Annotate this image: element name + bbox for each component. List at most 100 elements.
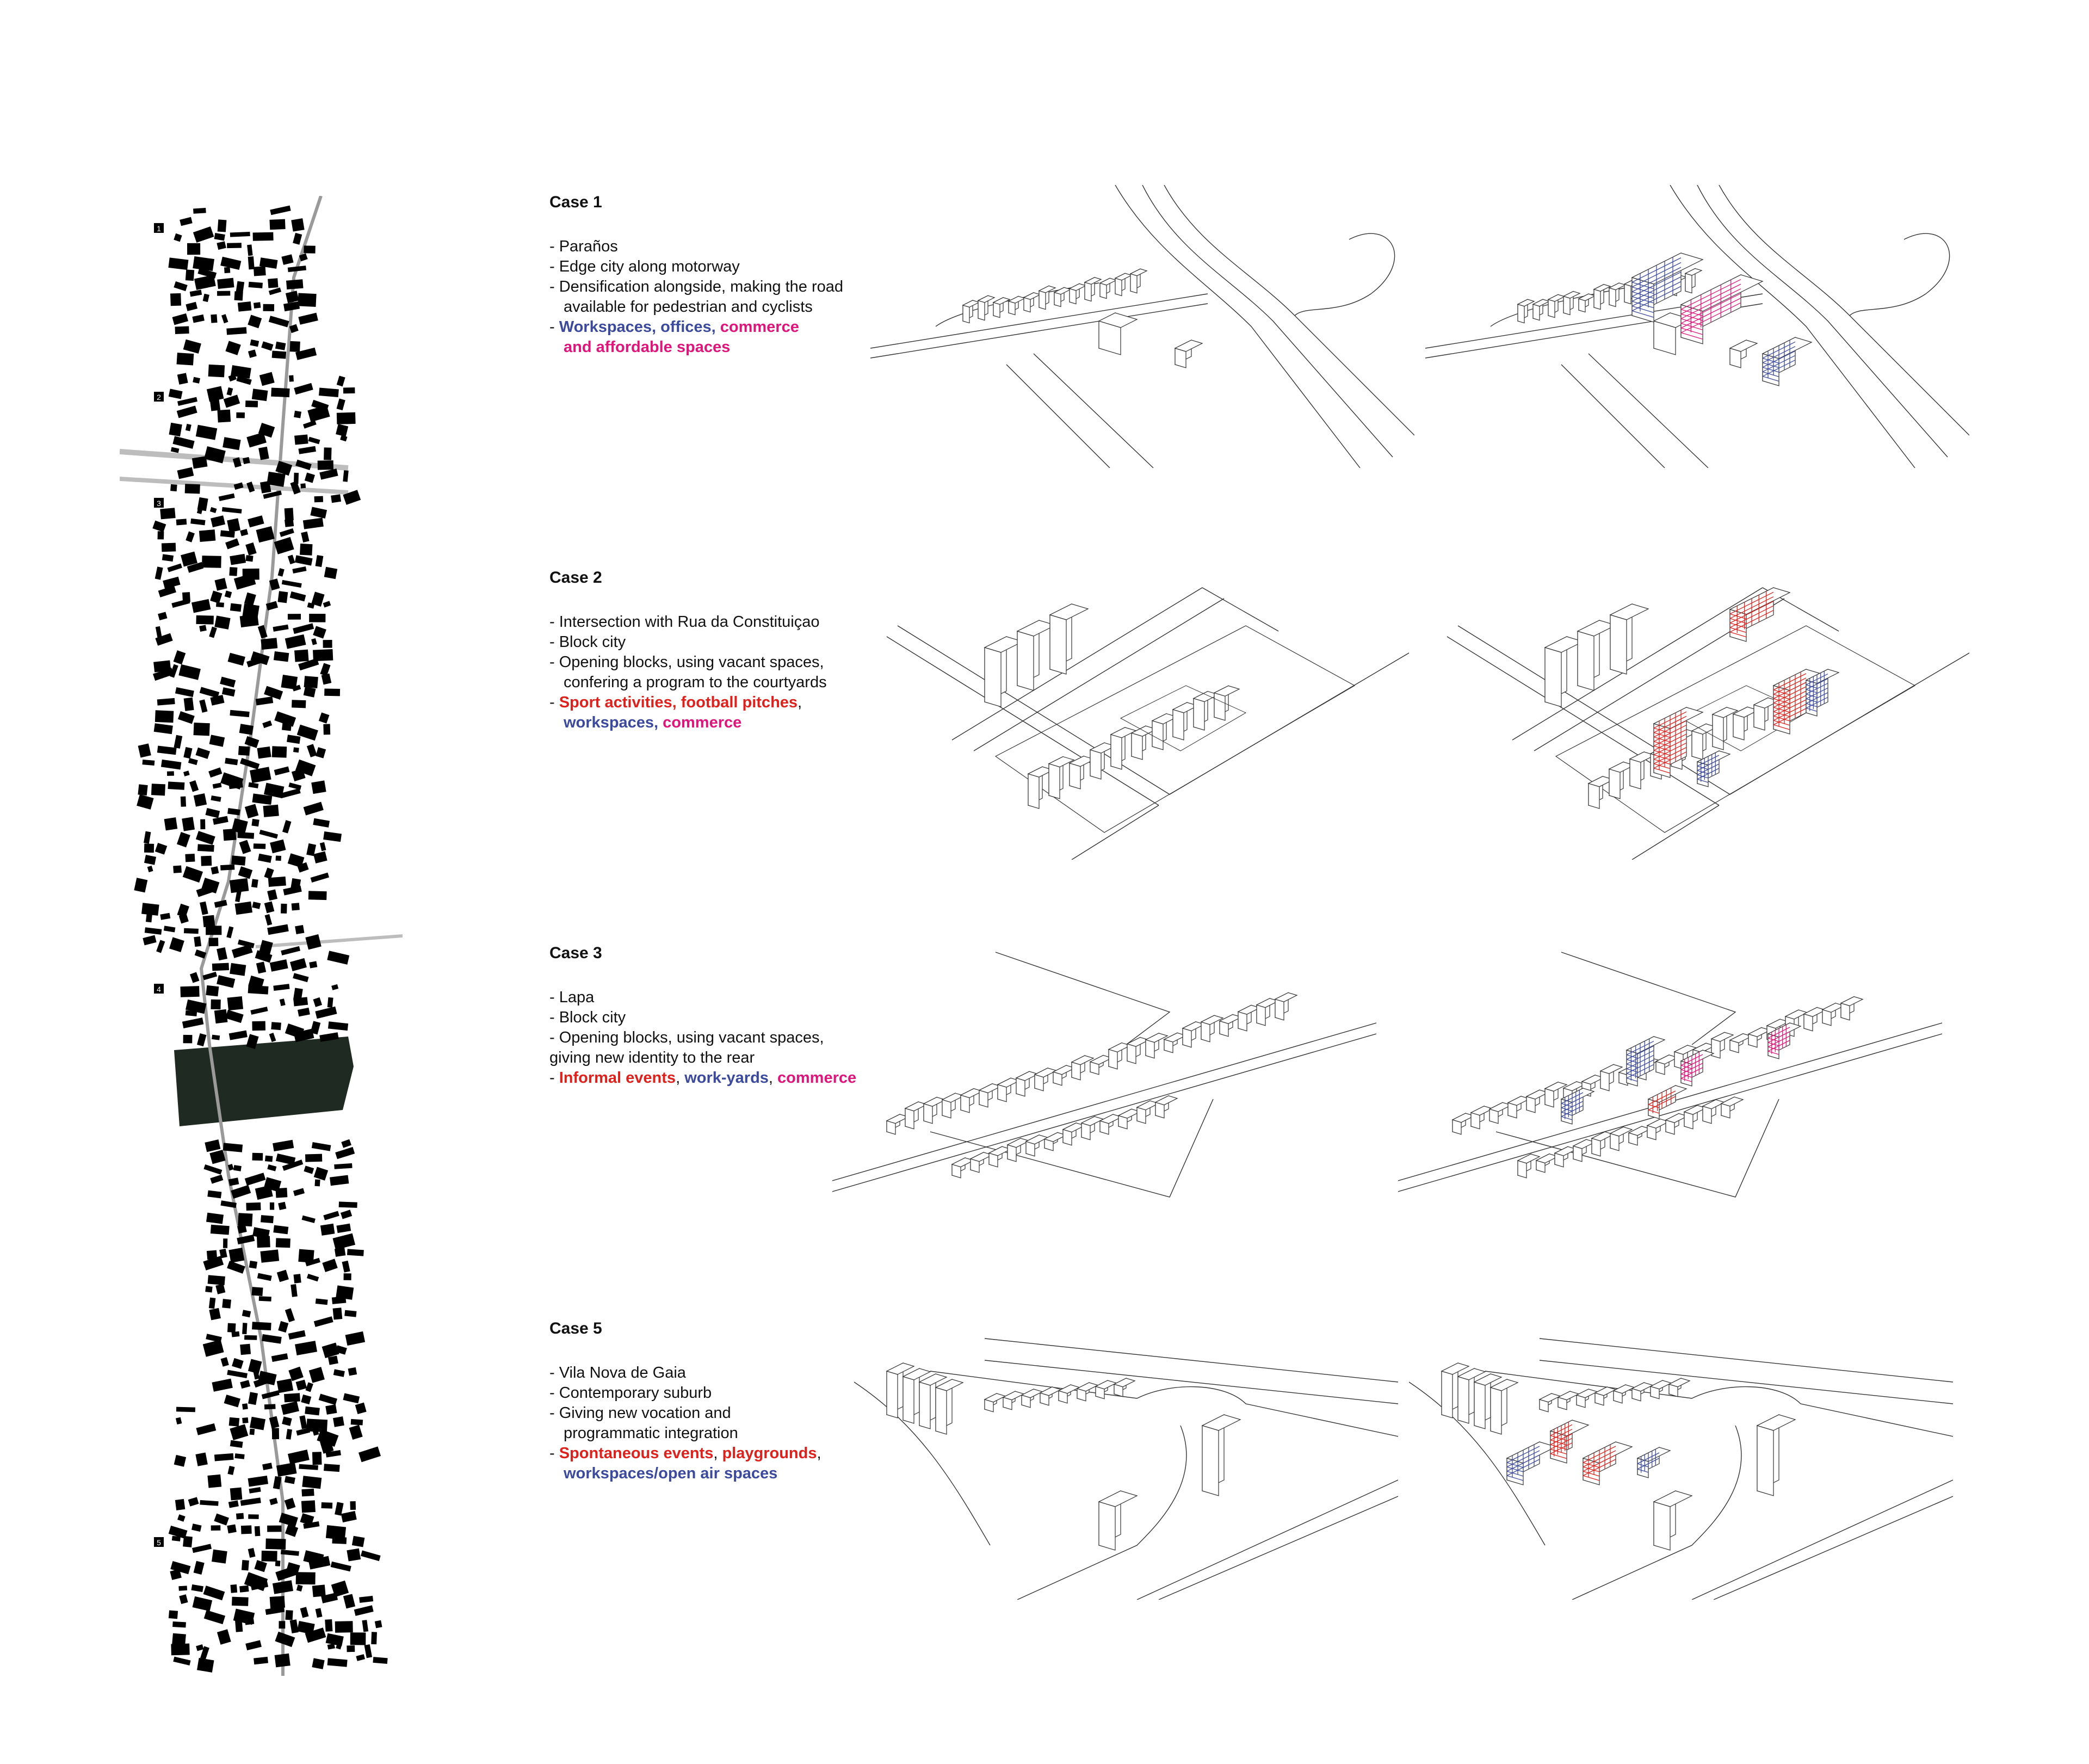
building-footprint (302, 420, 317, 429)
building-footprint (253, 266, 266, 276)
building-footprint (315, 555, 324, 568)
building-footprint (273, 624, 289, 632)
building-footprint (195, 1452, 208, 1466)
building-footprint (242, 1417, 249, 1423)
building-footprint (275, 1631, 295, 1648)
building-footprint (318, 712, 330, 724)
building-footprint (248, 314, 262, 329)
building-footprint (313, 818, 330, 828)
case-2-description: Case 2 - Intersection with Rua da Consti… (549, 569, 887, 733)
building-footprint (331, 494, 342, 503)
building-footprint (301, 1394, 312, 1405)
building-footprint (276, 1462, 297, 1477)
building-footprint (260, 1249, 280, 1263)
building-footprint (248, 1514, 259, 1519)
building-footprint (163, 926, 176, 933)
building-footprint (248, 281, 263, 288)
building-footprint (325, 1404, 337, 1415)
building-footprint (347, 1548, 361, 1562)
program-football: football pitches (681, 694, 798, 711)
building-footprint (284, 519, 294, 527)
building-footprint (262, 1334, 282, 1344)
building-footprint (349, 1424, 363, 1440)
building-footprint (242, 1403, 248, 1410)
building-footprint (240, 1525, 252, 1534)
building-footprint (186, 301, 198, 311)
building-footprint (323, 1211, 339, 1220)
separator: , (817, 1445, 821, 1462)
building-footprint (174, 1454, 187, 1467)
building-footprint (279, 528, 294, 537)
building-footprint (264, 686, 283, 700)
building-footprint (297, 862, 309, 873)
building-footprint (206, 386, 224, 402)
building-footprint (319, 468, 338, 480)
building-footprint (242, 457, 250, 465)
building-footprint (359, 1595, 374, 1603)
building-footprint (298, 1249, 314, 1263)
building-footprint (265, 1538, 286, 1550)
building-footprint (229, 878, 249, 893)
building-footprint (209, 1307, 221, 1321)
building-footprint (336, 1223, 351, 1233)
building-footprint (355, 1402, 367, 1415)
building-footprint (306, 1418, 328, 1433)
building-footprint (293, 988, 303, 1000)
building-footprint (142, 759, 155, 766)
building-footprint (153, 723, 173, 735)
building-footprint (195, 424, 218, 440)
building-footprint (212, 816, 228, 825)
building-footprint (271, 350, 287, 359)
building-footprint (323, 601, 331, 608)
building-footprint (217, 947, 228, 961)
building-footprint (269, 578, 280, 591)
section-marker: 5 (154, 1537, 164, 1547)
building-footprint (248, 515, 264, 528)
building-footprint (235, 889, 242, 902)
building-footprint (218, 493, 235, 501)
building-footprint (246, 432, 267, 448)
building-footprint (229, 567, 238, 576)
building-footprint (193, 722, 210, 736)
building-footprint (335, 1146, 355, 1159)
building-footprint (254, 1656, 269, 1665)
building-footprint (238, 745, 250, 756)
building-footprint (280, 1549, 299, 1556)
building-footprint (313, 649, 333, 662)
building-footprint (239, 840, 251, 854)
building-footprint (176, 832, 190, 848)
building-footprint (315, 1298, 328, 1305)
building-footprint (244, 804, 259, 819)
building-footprint (202, 1340, 224, 1357)
building-footprint (214, 1009, 228, 1024)
building-footprint (360, 1550, 381, 1562)
building-footprint (221, 314, 228, 324)
building-footprint (185, 853, 195, 862)
case-2-existing-axonometric (865, 577, 1409, 860)
building-footprint (262, 720, 273, 729)
building-footprint (279, 1621, 286, 1629)
case-point: - Contemporary suburb (549, 1384, 712, 1402)
building-footprint (268, 316, 289, 328)
building-footprint (301, 1215, 316, 1223)
building-footprint (195, 831, 215, 845)
building-footprint (282, 1159, 304, 1171)
building-footprint (227, 652, 245, 666)
building-footprint (323, 724, 331, 735)
svg-text:4: 4 (157, 985, 161, 994)
building-footprint (230, 231, 250, 237)
building-footprint (261, 1215, 274, 1224)
building-footprint (264, 867, 274, 879)
building-footprint (313, 626, 326, 639)
building-footprint (298, 293, 317, 307)
building-footprint (324, 1464, 340, 1472)
building-footprint (221, 687, 236, 697)
building-footprint (237, 301, 252, 312)
building-footprint (230, 603, 242, 612)
building-footprint (348, 1367, 357, 1376)
building-footprint (226, 926, 234, 939)
building-footprint (203, 1164, 223, 1175)
building-footprint (273, 1476, 282, 1490)
building-footprint (295, 1379, 307, 1391)
building-footprint (297, 1007, 310, 1017)
